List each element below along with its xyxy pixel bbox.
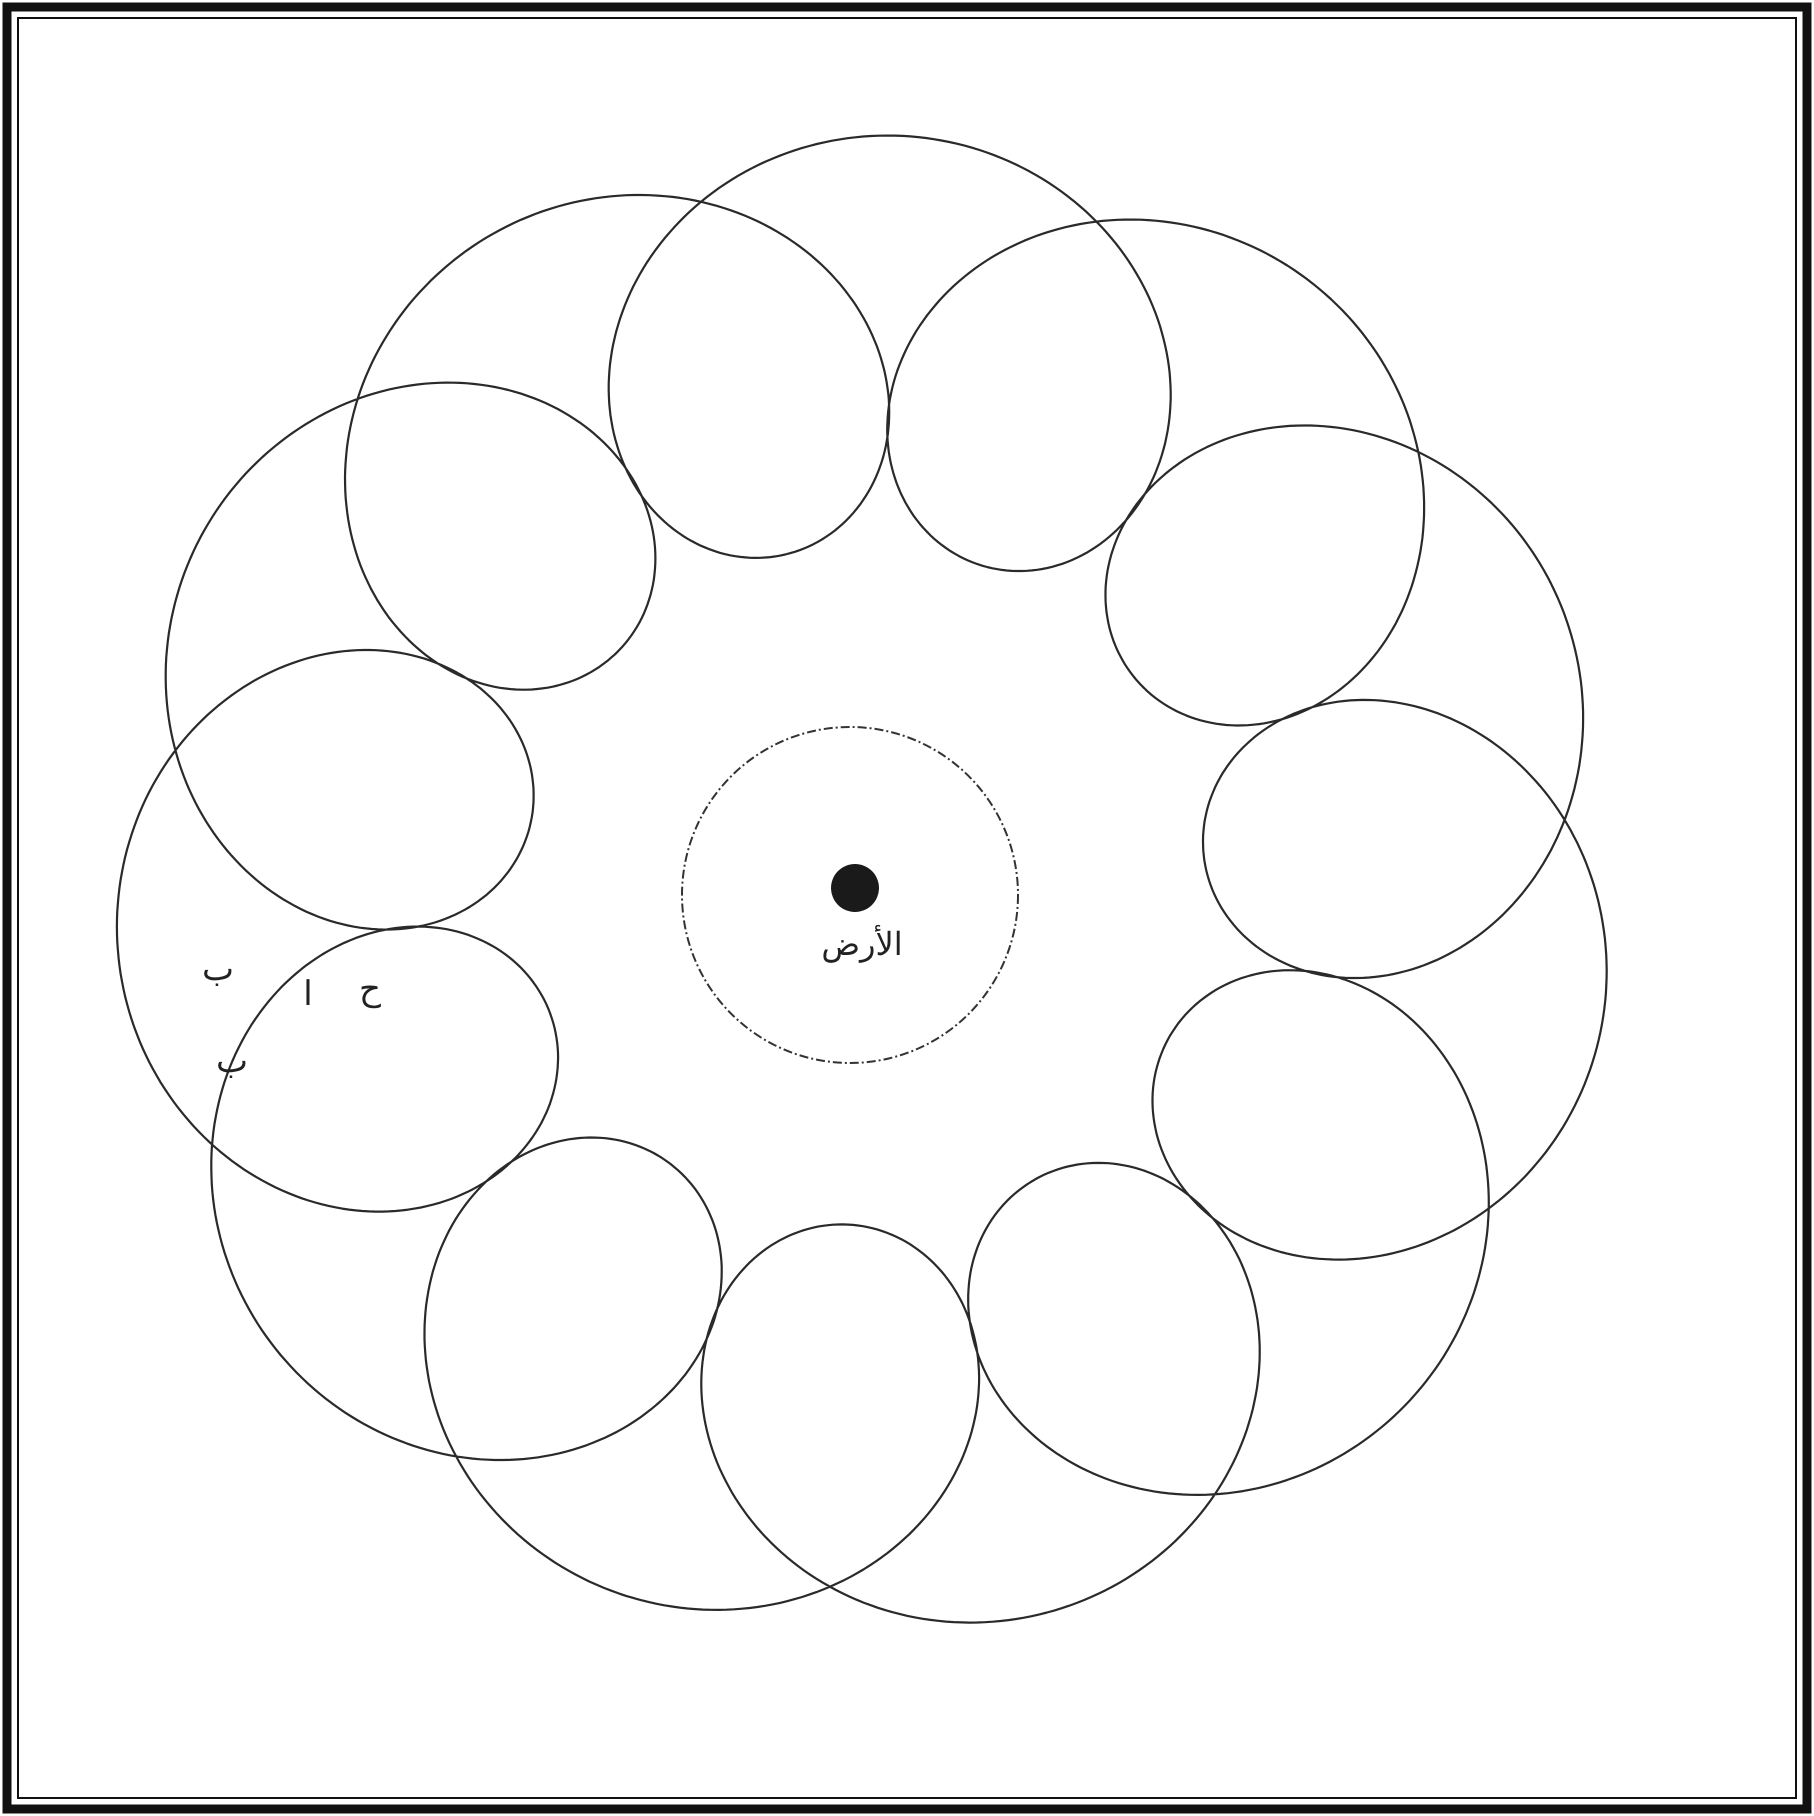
point-label-b-bottom: ب	[216, 1041, 248, 1081]
point-label-a: ا	[303, 974, 312, 1014]
point-label-h: ح	[359, 969, 381, 1009]
center-label: الأرض	[821, 924, 902, 963]
point-label-b-top: ب	[202, 949, 234, 989]
earth-dot	[831, 864, 879, 912]
outer-frame	[7, 7, 1807, 1809]
inner-frame	[18, 18, 1796, 1798]
